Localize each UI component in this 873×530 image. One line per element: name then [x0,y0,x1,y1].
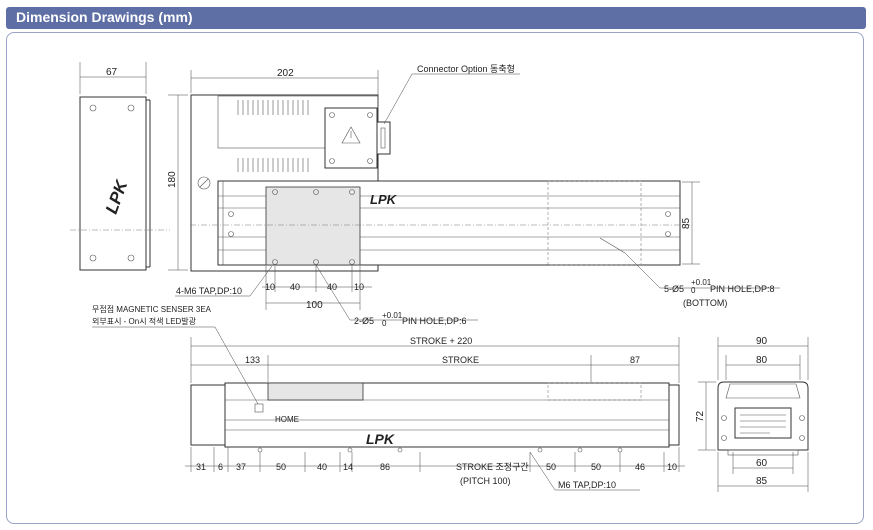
dim-80: 80 [756,355,768,366]
dim-50b: 50 [546,462,556,472]
bottom-pin-label: 5-Ø5 [664,284,684,294]
bottom-note: (BOTTOM) [683,298,727,308]
top-view: LPK [190,94,690,272]
side-view [717,381,809,456]
dim-50a: 50 [276,462,286,472]
stroke-plus-220: STROKE + 220 [410,336,472,346]
bottom-pin-tol2: 0 [691,286,696,295]
dim-50c: 50 [591,462,601,472]
front-view: HOME LPK [190,382,680,453]
dim-90: 90 [756,336,768,347]
dim-40: 40 [317,462,327,472]
dim-87: 87 [630,355,640,365]
tap-label-top: 4-M6 TAP,DP:10 [176,286,242,296]
dim-180: 180 [167,171,178,188]
bottom-pin-suffix: PIN HOLE,DP:8 [710,284,775,294]
section-title: Dimension Drawings (mm) [16,9,193,25]
dim-10b: 10 [354,282,364,292]
warning-icon [341,126,361,144]
sensor-label-1: 무접점 MAGNETIC SENSER 3EA [92,304,212,314]
dim-100: 100 [306,300,323,311]
pin-hole-tol: +0.01 [382,311,403,320]
dim-67: 67 [106,67,118,78]
section-header: Dimension Drawings (mm) [6,7,866,29]
dim-86: 86 [380,462,390,472]
dim-40a: 40 [290,282,300,292]
dim-46: 46 [635,462,645,472]
pin-hole-tol2: 0 [382,319,387,328]
drawing-frame [6,32,864,524]
dim-72: 72 [695,410,706,422]
pin-hole-suffix: PIN HOLE,DP:6 [402,316,467,326]
stroke-range: STROKE 조정구간 [456,462,529,472]
dim-60: 60 [756,458,768,469]
home-label: HOME [275,415,299,424]
dim-31: 31 [196,462,206,472]
tap-label-front: M6 TAP,DP:10 [558,480,616,490]
cooling-fins-top [237,100,309,115]
bottom-pin-tol: +0.01 [691,278,712,287]
dim-10a: 10 [265,282,275,292]
sensor-label-2: 외부표시 - On시 적색 LED발광 [92,316,197,326]
connector-label: Connector Option 동축형 [417,64,515,74]
pin-hole-label: 2-Ø5 [354,316,374,326]
top-view-logo: LPK [370,192,398,207]
pitch-label: (PITCH 100) [460,476,511,486]
dim-6: 6 [218,462,223,472]
dim-133: 133 [245,355,260,365]
dim-37: 37 [236,462,246,472]
dim-40b: 40 [327,282,337,292]
dim-14: 14 [343,462,353,472]
dim-10: 10 [667,462,677,472]
cooling-fins-bottom [237,158,309,172]
stroke-dim: STROKE [442,355,479,365]
dim-85-side: 85 [756,476,768,487]
dim-85-top: 85 [681,217,692,229]
dim-202: 202 [277,68,294,79]
left-end-view: LPK 67 [70,62,170,271]
front-view-logo: LPK [366,431,395,447]
